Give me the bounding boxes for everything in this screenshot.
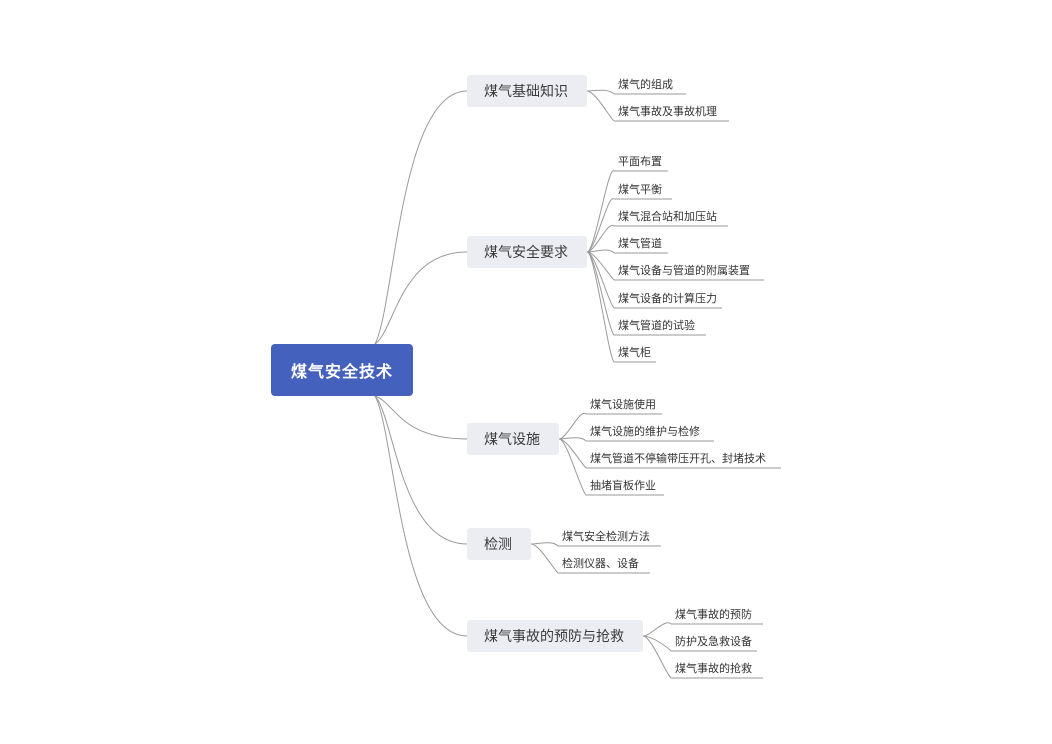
branch-topic[interactable]: 煤气事故的预防与抢救 [467, 620, 643, 652]
root-topic[interactable]: 煤气安全技术 [271, 344, 413, 396]
leaf-topic[interactable]: 煤气事故及事故机理 [618, 105, 717, 118]
branch-topic[interactable]: 检测 [467, 528, 531, 560]
branch-leaf-connector [642, 635, 672, 679]
branch-topic[interactable]: 煤气基础知识 [467, 75, 587, 107]
branch-leaf-connector [530, 543, 559, 574]
leaf-topic[interactable]: 抽堵盲板作业 [590, 479, 656, 492]
leaf-topic[interactable]: 煤气管道不停输带压开孔、封堵技术 [590, 452, 766, 465]
branch-leaf-connector [586, 251, 615, 336]
leaf-topic[interactable]: 煤气平衡 [618, 183, 662, 196]
branch-leaf-connector [586, 170, 615, 253]
leaf-topic[interactable]: 煤气管道的试验 [618, 319, 695, 332]
leaf-topic[interactable]: 煤气柜 [618, 346, 651, 359]
leaf-topic[interactable]: 煤气设备的计算压力 [618, 292, 717, 305]
branch-leaf-connector [586, 198, 615, 253]
branch-leaf-connector [530, 542, 559, 547]
leaf-topic[interactable]: 煤气事故的预防 [675, 608, 752, 621]
branch-leaf-connector [586, 89, 615, 95]
root-branch-connector [374, 395, 468, 440]
branch-leaf-connector [586, 249, 615, 254]
leaf-topic[interactable]: 煤气安全检测方法 [562, 530, 650, 543]
branch-leaf-connector [642, 622, 672, 637]
leaf-topic[interactable]: 煤气混合站和加压站 [618, 210, 717, 223]
branch-leaf-connector [558, 437, 587, 442]
branch-topic[interactable]: 煤气设施 [467, 423, 559, 455]
root-branch-connector [374, 395, 468, 637]
leaf-topic[interactable]: 煤气设施的维护与检修 [590, 425, 700, 438]
leaf-topic[interactable]: 煤气设施使用 [590, 398, 656, 411]
leaf-topic[interactable]: 防护及急救设备 [675, 635, 752, 648]
branch-leaf-connector [586, 90, 615, 122]
leaf-topic[interactable]: 煤气的组成 [618, 78, 673, 91]
branch-leaf-connector [558, 438, 587, 496]
branch-leaf-connector [586, 224, 615, 253]
leaf-topic[interactable]: 煤气设备与管道的附属装置 [618, 264, 750, 277]
leaf-topic[interactable]: 煤气事故的抢救 [675, 662, 752, 675]
branch-leaf-connector [558, 412, 587, 440]
leaf-topic[interactable]: 检测仪器、设备 [562, 557, 639, 570]
root-branch-connector [374, 251, 468, 345]
root-branch-connector [374, 395, 468, 545]
root-branch-connector [374, 90, 468, 345]
branch-topic[interactable]: 煤气安全要求 [467, 236, 587, 268]
branch-leaf-connector [586, 251, 615, 363]
leaf-topic[interactable]: 平面布置 [618, 155, 662, 168]
leaf-topic[interactable]: 煤气管道 [618, 237, 662, 250]
